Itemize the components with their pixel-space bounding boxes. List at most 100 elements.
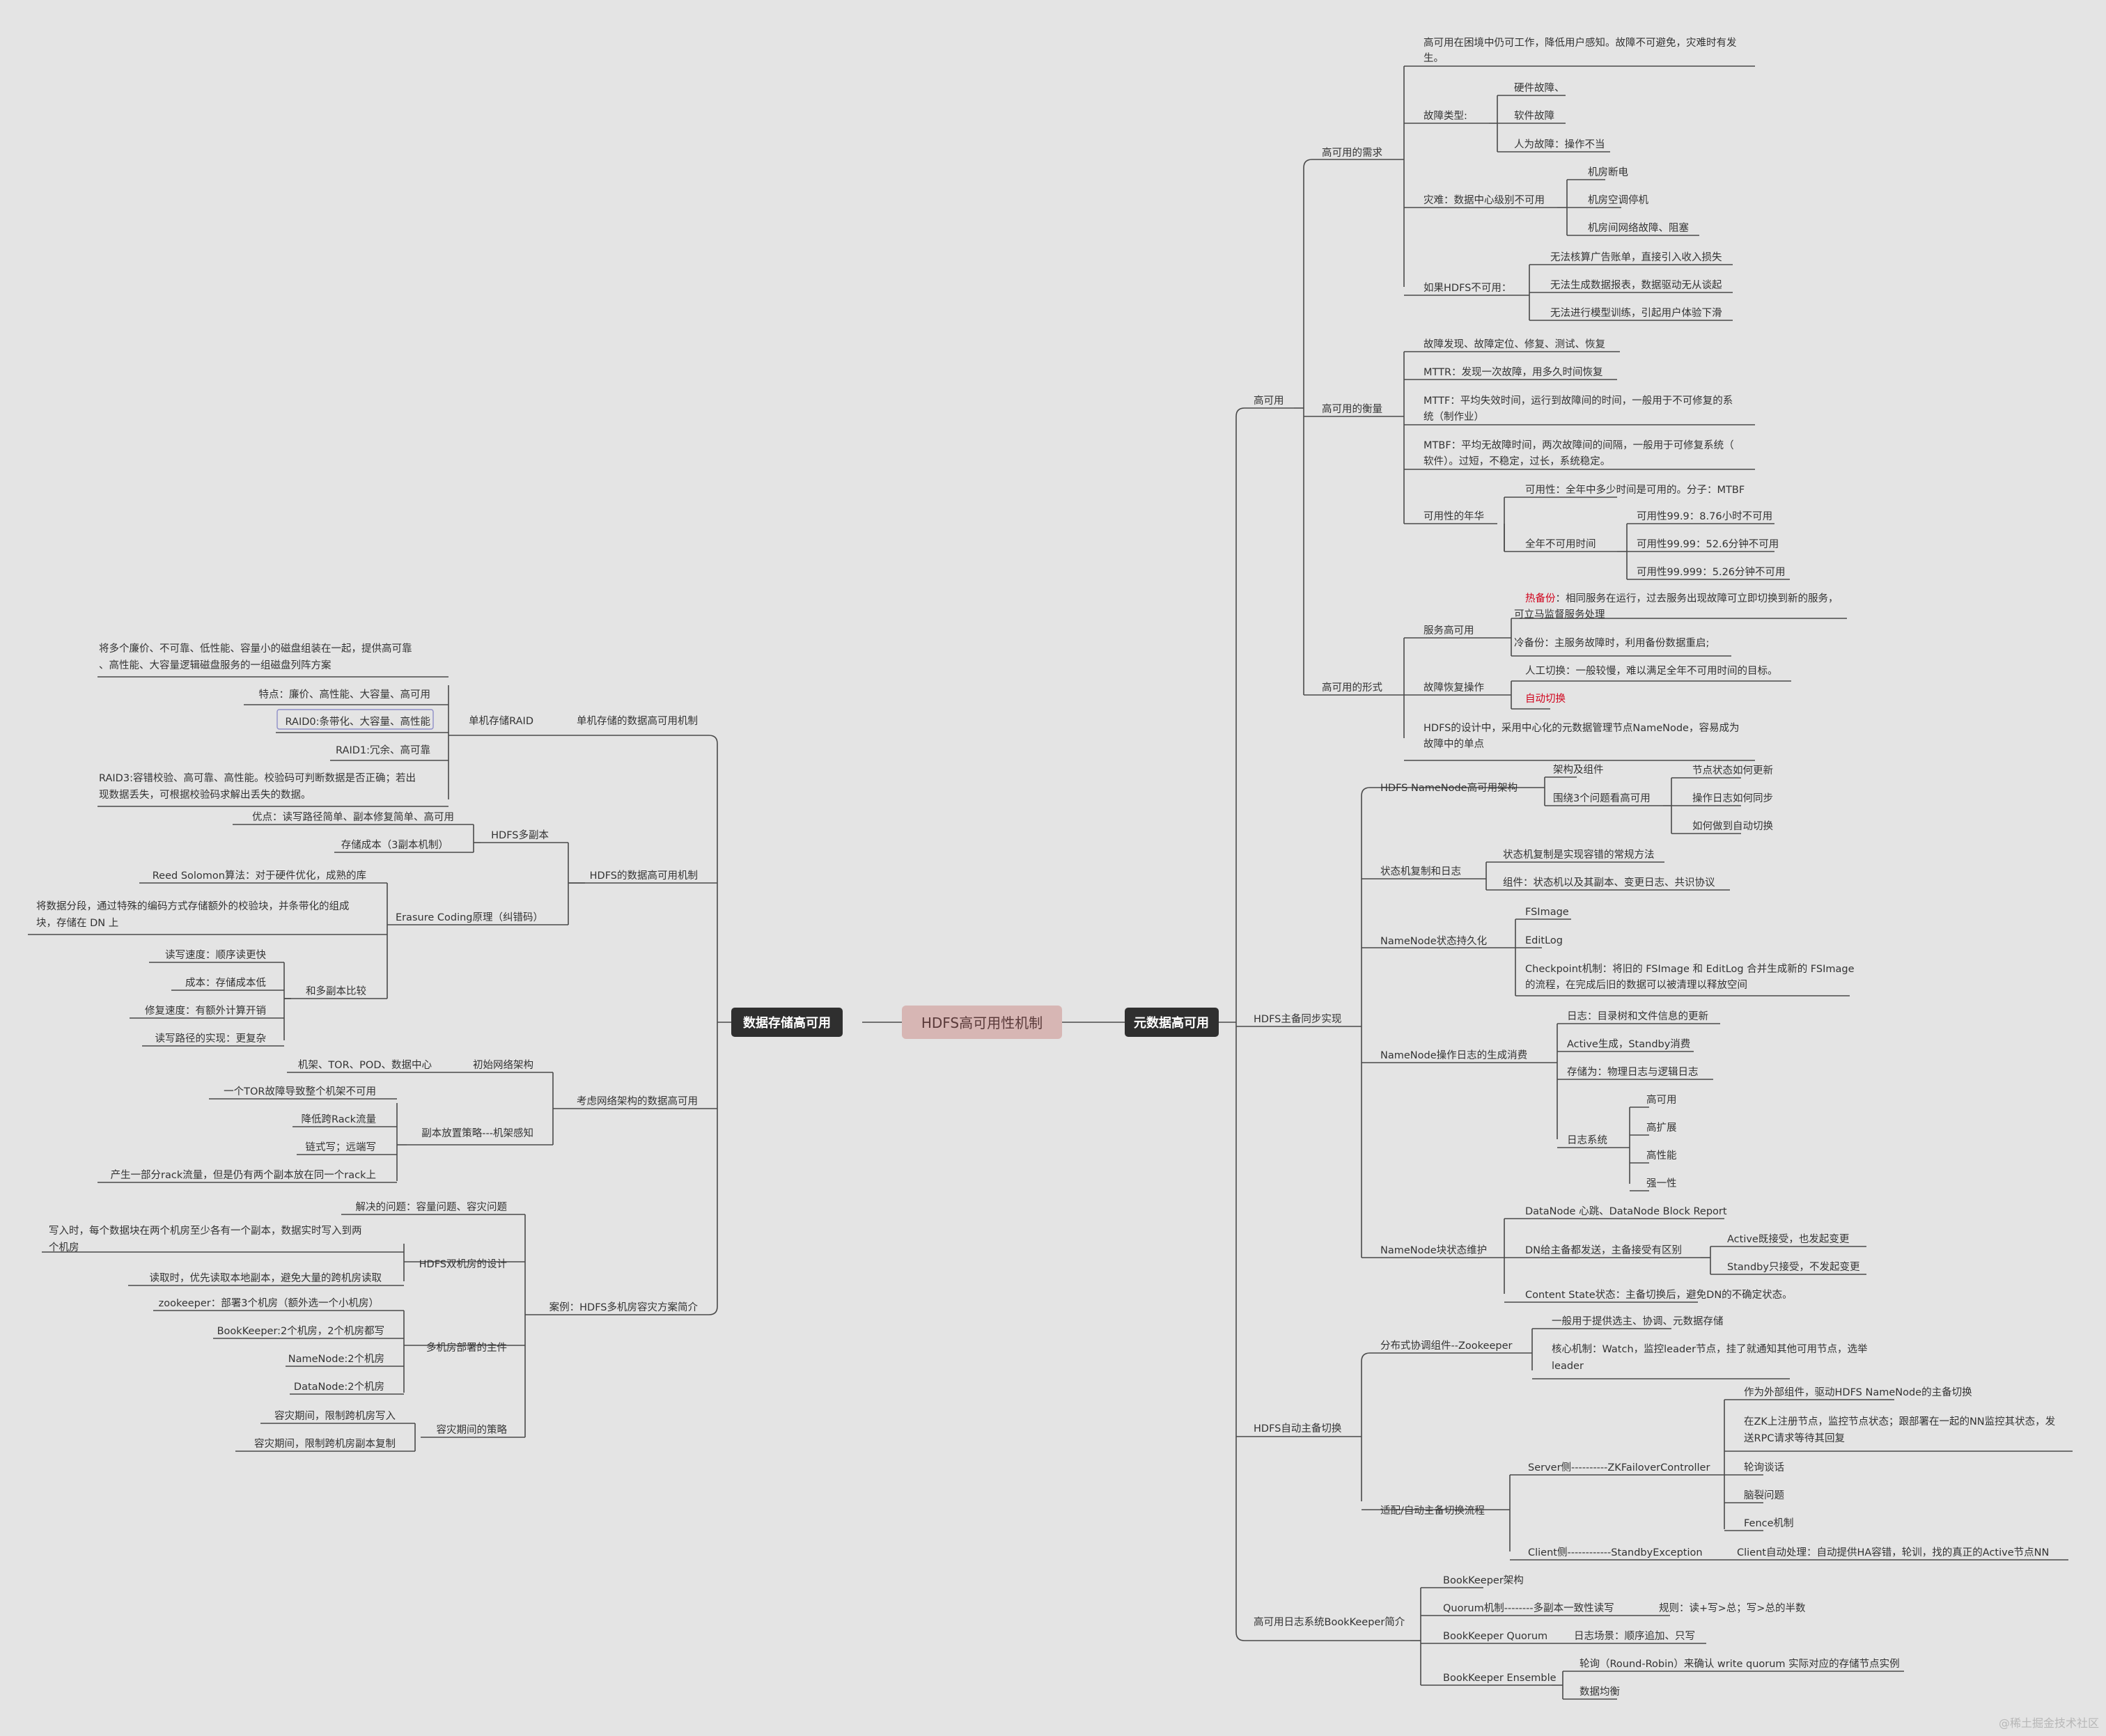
node-log-perf[interactable]: 高性能 [1646, 1150, 1677, 1162]
node-raid-feature[interactable]: 特点：廉价、高性能、大容量、高可用 [259, 689, 431, 701]
node-power-outage[interactable]: 机房断电 [1588, 166, 1628, 178]
node-bk-arch[interactable]: BookKeeper架构 [1443, 1574, 1524, 1586]
node-content-state[interactable]: Content State状态：主备切换后，避免DN的不确定状态。 [1525, 1289, 1793, 1301]
branch-node-metadata[interactable]: 元数据高可用 [1125, 1008, 1219, 1037]
node-reduce-rack-traffic[interactable]: 降低跨Rack流量 [301, 1113, 376, 1125]
node-cmp-path[interactable]: 读写路径的实现：更复杂 [155, 1032, 267, 1045]
node-mtbf-line2[interactable]: 软件）。过短，不稳定，过长，系统稳定。 [1424, 455, 1610, 467]
node-network-fault[interactable]: 机房间网络故障、阻塞 [1588, 221, 1689, 234]
node-log-ha[interactable]: 高可用 [1646, 1094, 1677, 1106]
node-fault-steps[interactable]: 故障发现、故障定位、修复、测试、恢复 [1424, 338, 1605, 350]
node-state-machine[interactable]: 状态机复制和日志 [1380, 865, 1461, 877]
node-cmp-cost[interactable]: 成本：存储成本低 [185, 977, 266, 989]
node-service-ha[interactable]: 服务高可用 [1424, 625, 1474, 636]
node-oplog-storage[interactable]: 存储为：物理日志与逻辑日志 [1567, 1066, 1699, 1078]
node-raid3-line1[interactable]: RAID3:容错校验、高可靠、高性能。校验码可判断数据是否正确；若出 [99, 772, 416, 784]
node-annual-downtime[interactable]: 全年不可用时间 [1525, 538, 1596, 550]
node-log-consistency[interactable]: 强一性 [1646, 1178, 1677, 1189]
node-raid[interactable]: 单机存储RAID [469, 715, 533, 727]
node-sm-components[interactable]: 组件：状态机以及其副本、变更日志、共识协议 [1503, 877, 1715, 889]
node-manual-switch[interactable]: 人工切换：一般较慢，难以满足全年不可用时间的目标。 [1525, 664, 1778, 677]
node-raid1[interactable]: RAID1:冗余、高可靠 [336, 744, 430, 756]
node-compare-replica[interactable]: 和多副本比较 [306, 985, 366, 997]
node-nn-persistence[interactable]: NameNode状态持久化 [1380, 935, 1487, 947]
node-cmp-repair[interactable]: 修复速度：有额外计算开销 [145, 1004, 266, 1017]
node-zkfc-register-line1[interactable]: 在ZK上注册节点，监控节点状态；跟部署在一起的NN监控其状态，发 [1744, 1416, 2055, 1428]
node-log-scale[interactable]: 高扩展 [1646, 1122, 1677, 1134]
node-ha-forms[interactable]: 高可用的形式 [1322, 682, 1382, 694]
node-bk-round-robin[interactable]: 轮询（Round-Robin）来确认 write quorum 实际对应的存储节… [1580, 1657, 1900, 1670]
node-single-node-ha[interactable]: 单机存储的数据高可用机制 [577, 715, 698, 727]
node-split-brain[interactable]: 脑裂问题 [1744, 1489, 1784, 1501]
root-node[interactable]: HDFS高可用性机制 [902, 1006, 1062, 1039]
node-dr-limit-write[interactable]: 容灾期间，限制跨机房写入 [274, 1410, 396, 1422]
node-failover-flow[interactable]: 适配/自动主备切换流程 [1380, 1505, 1485, 1517]
node-dn-heartbeat[interactable]: DataNode 心跳、DataNode Block Report [1525, 1205, 1727, 1217]
node-client-auto-handle[interactable]: Client自动处理：自动提供HA容错，轮训，找的真正的Active节点NN [1737, 1546, 2049, 1558]
node-mtbf-line1[interactable]: MTBF：平均无故障时间，两次故障间的间隔，一般用于可修复系统（ [1424, 439, 1734, 451]
node-ha-intro-line1[interactable]: 高可用在困境中仍可工作，降低用户感知。故障不可避免，灾难时有发 [1424, 36, 1737, 49]
node-active-accept[interactable]: Active既接受，也发起变更 [1727, 1233, 1850, 1245]
node-checkpoint-line2[interactable]: 的流程，在完成后旧的数据可以被清理以释放空间 [1525, 979, 1747, 991]
node-oplog[interactable]: NameNode操作日志的生成消费 [1380, 1049, 1527, 1061]
node-sync-impl[interactable]: HDFS主备同步实现 [1254, 1013, 1341, 1025]
node-spof-line1[interactable]: HDFS的设计中，采用中心化的元数据管理节点NameNode，容易成为 [1424, 722, 1739, 734]
node-hdfs-replica[interactable]: HDFS多副本 [491, 829, 549, 841]
node-tor-failure[interactable]: 一个TOR故障导致整个机架不可用 [224, 1085, 376, 1097]
node-raid-desc-line2[interactable]: 、高性能、大容量逻辑磁盘服务的一组磁盘列阵方案 [99, 659, 332, 671]
node-mttr[interactable]: MTTR：发现一次故障，用多久时间恢复 [1424, 366, 1603, 378]
node-auto-switch[interactable]: 自动切换 [1525, 693, 1566, 705]
node-oplog-produce[interactable]: Active生成，Standby消费 [1567, 1038, 1690, 1050]
node-zk-watch-line2[interactable]: leader [1552, 1361, 1584, 1372]
node-replica-pros[interactable]: 优点：读写路径简单、副本修复简单、高可用 [252, 811, 454, 823]
node-editlog[interactable]: EditLog [1525, 935, 1563, 946]
node-bookkeeper-2dc[interactable]: BookKeeper:2个机房，2个机房都写 [217, 1325, 384, 1337]
node-raid-desc-line1[interactable]: 将多个廉价、不可靠、低性能、容量小的磁盘组装在一起，提供高可靠 [99, 642, 412, 655]
node-auto-failover[interactable]: HDFS自动主备切换 [1254, 1423, 1342, 1434]
node-hardware-fault[interactable]: 硬件故障、 [1514, 81, 1565, 94]
node-unavail-report[interactable]: 无法生成数据报表，数据驱动无从谈起 [1550, 279, 1722, 291]
node-multi-dc-components[interactable]: 多机房部署的主件 [426, 1342, 507, 1354]
node-ha-intro-line2[interactable]: 生。 [1424, 52, 1444, 64]
node-human-fault[interactable]: 人为故障：操作不当 [1514, 138, 1605, 150]
node-arch-three-questions[interactable]: 围绕3个问题看高可用 [1553, 792, 1651, 804]
node-rack-awareness[interactable]: 副本放置策略---机架感知 [421, 1127, 533, 1139]
node-reed-solomon[interactable]: Reed Solomon算法：对于硬件优化，成熟的库 [153, 870, 366, 882]
node-nn-ha-arch[interactable]: HDFS NameNode高可用架构 [1380, 782, 1518, 794]
node-bk-ensemble[interactable]: BookKeeper Ensemble [1443, 1673, 1557, 1684]
node-fault-types[interactable]: 故障类型: [1424, 109, 1467, 122]
node-block-state[interactable]: NameNode块状态维护 [1380, 1244, 1487, 1256]
node-standby-accept[interactable]: Standby只接受，不发起变更 [1727, 1261, 1860, 1273]
node-chain-write[interactable]: 链式写；远端写 [306, 1141, 377, 1153]
node-problem-solved[interactable]: 解决的问题：容量问题、容灾问题 [356, 1201, 508, 1213]
node-ac-down[interactable]: 机房空调停机 [1588, 194, 1648, 206]
node-fence[interactable]: Fence机制 [1744, 1517, 1794, 1529]
node-q-state-update[interactable]: 节点状态如何更新 [1692, 765, 1773, 776]
node-dual-write-line2[interactable]: 个机房 [49, 1242, 79, 1253]
node-ha-requirements[interactable]: 高可用的需求 [1322, 147, 1382, 159]
node-q-auto-switch[interactable]: 如何做到自动切换 [1692, 820, 1773, 832]
node-initial-network[interactable]: 初始网络架构 [473, 1059, 533, 1071]
branch-node-data-storage[interactable]: 数据存储高可用 [731, 1008, 843, 1037]
node-network-ha[interactable]: 考虑网络架构的数据高可用 [577, 1095, 698, 1107]
node-oplog-content[interactable]: 日志：目录树和文件信息的更新 [1567, 1010, 1708, 1022]
node-zk-watch-line1[interactable]: 核心机制：Watch，监控leader节点，挂了就通知其他可用节点，选举 [1552, 1343, 1868, 1355]
node-dual-read[interactable]: 读取时，优先读取本地副本，避免大量的跨机房读取 [150, 1272, 382, 1284]
node-zkfc-register-line2[interactable]: 送RPC请求等待其回复 [1744, 1432, 1845, 1444]
node-disaster[interactable]: 灾难：数据中心级别不可用 [1424, 194, 1545, 206]
node-ec-desc-line2[interactable]: 块，存储在 DN 上 [36, 917, 118, 929]
node-poll-talk[interactable]: 轮询谈话 [1744, 1462, 1784, 1473]
node-nines-5[interactable]: 可用性99.999：5.26分钟不可用 [1637, 566, 1786, 578]
node-zkfc-drive[interactable]: 作为外部组件，驱动HDFS NameNode的主备切换 [1744, 1386, 1972, 1398]
node-log-system[interactable]: 日志系统 [1567, 1134, 1607, 1146]
node-software-fault[interactable]: 软件故障 [1514, 109, 1554, 122]
node-dn-send-both[interactable]: DN给主备都发送，主备接受有区别 [1525, 1244, 1682, 1256]
node-raid0[interactable]: RAID0:条带化、大容量、高性能 [286, 716, 430, 728]
node-ec-desc-line1[interactable]: 将数据分段，通过特殊的编码方式存储额外的校验块，并条带化的组成 [36, 900, 350, 912]
node-q-log-sync[interactable]: 操作日志如何同步 [1692, 792, 1773, 804]
node-dr-strategy[interactable]: 容灾期间的策略 [437, 1424, 508, 1436]
node-rack-traffic-tradeoff[interactable]: 产生一部分rack流量，但是仍有两个副本放在同一个rack上 [111, 1169, 376, 1181]
node-arch-components[interactable]: 架构及组件 [1553, 764, 1604, 776]
node-dual-write-line1[interactable]: 写入时，每个数据块在两个机房至少各有一个副本，数据实时写入到两 [49, 1225, 362, 1237]
node-mttf-line1[interactable]: MTTF：平均失效时间，运行到故障间的时间，一般用于不可修复的系 [1424, 394, 1733, 407]
